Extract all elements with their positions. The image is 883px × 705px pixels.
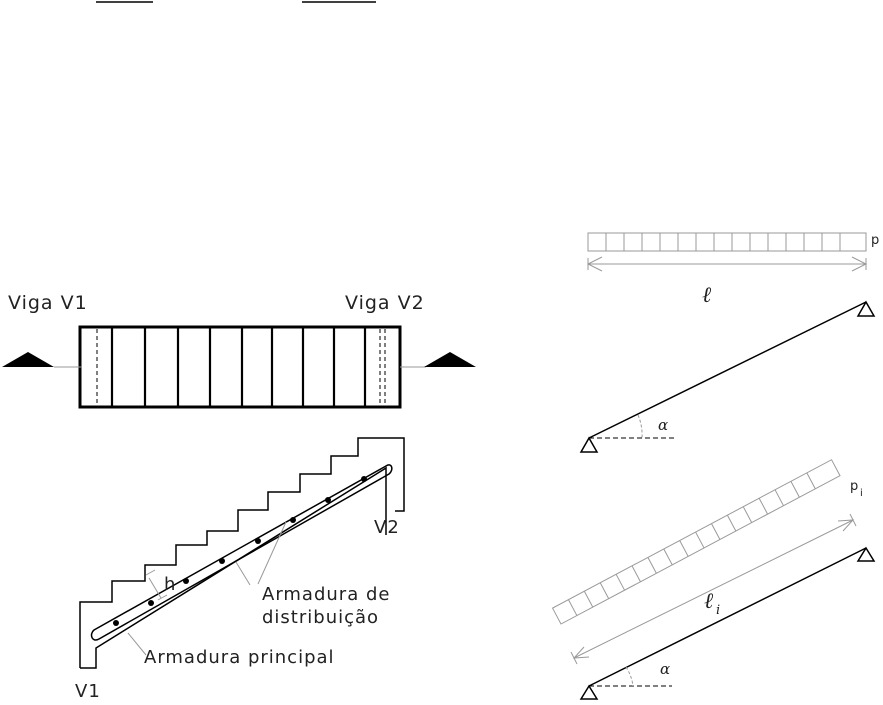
model-inclined-load: p i ℓ i [553, 460, 863, 664]
distribution-label-line2: distribuição [262, 607, 379, 628]
inclined-beam-line [589, 302, 866, 438]
inclined-beam-line-bottom [589, 548, 866, 686]
inclined-load-strip [553, 460, 840, 624]
principal-label: Armadura principal [144, 647, 335, 668]
pin-support-left-bottom-icon [581, 686, 597, 699]
pin-support-right-bottom-icon [858, 548, 874, 561]
distribution-leader-lines [236, 522, 286, 585]
pin-support-left-icon [581, 438, 597, 452]
horizontal-span-label: ℓ [702, 283, 712, 308]
plan-right-support-icon [400, 352, 476, 367]
model-horizontal-load: p ℓ [588, 233, 879, 308]
angle-alpha-label: α [658, 416, 668, 434]
horizontal-load-divisions [606, 233, 840, 251]
thickness-h-label: h [164, 574, 176, 595]
distribution-label-line1: Armadura de [262, 584, 390, 605]
horizontal-load-p-label: p [871, 233, 879, 248]
stair-step-lines [112, 327, 365, 407]
stair-plan-view: Viga V1 Viga V2 [2, 292, 476, 407]
angle-arc [638, 415, 642, 438]
stair-plan-outline [80, 327, 400, 407]
inclined-load-divisions [568, 473, 815, 616]
angle-arc-bottom [626, 667, 633, 686]
inclined-load-p-label: p [850, 479, 858, 494]
beam-v2-label: Viga V2 [345, 292, 425, 314]
model-inclined-beam: α [581, 302, 874, 452]
beam-v1-label: Viga V1 [8, 292, 88, 314]
model-inclined-beam-bottom: α [581, 548, 874, 699]
inclined-span-subscript: i [716, 603, 720, 618]
horizontal-load-strip [588, 233, 866, 251]
plan-left-support-icon [2, 352, 82, 367]
angle-alpha-label-bottom: α [660, 660, 670, 678]
thickness-dimension: h [146, 570, 176, 600]
stair-section-view: h Armadura de distribuição Armadura prin… [75, 438, 404, 700]
section-v1-label: V1 [75, 681, 101, 700]
inclined-span-dimension [571, 514, 856, 664]
inclined-load-p-subscript: i [860, 488, 863, 499]
section-v2-label: V2 [374, 517, 400, 538]
horizontal-span-dimension [588, 257, 866, 271]
stair-profile-lower [80, 468, 386, 668]
inclined-span-label: ℓ [704, 589, 714, 614]
